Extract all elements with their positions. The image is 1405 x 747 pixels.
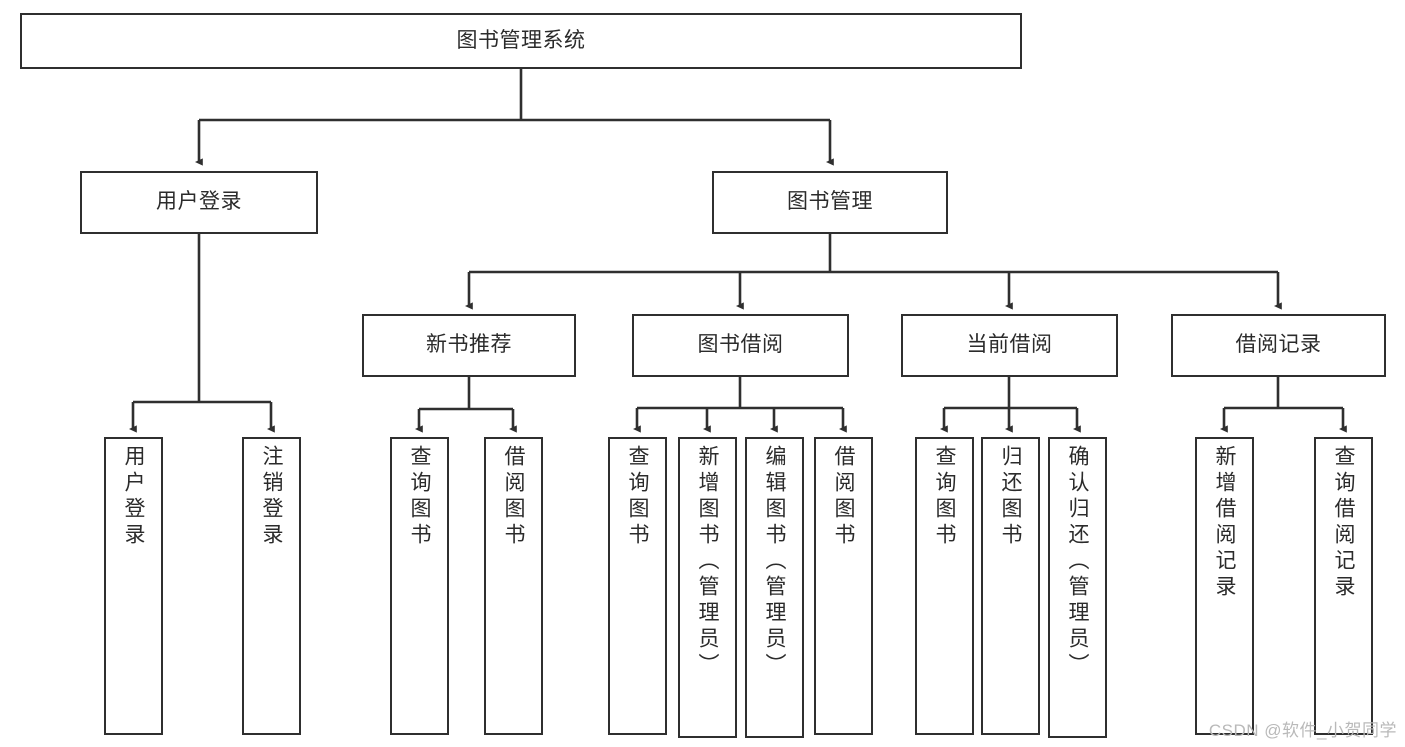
- node-new-book-recommend[interactable]: 新书推荐: [362, 314, 576, 377]
- node-label: 注销登录: [260, 445, 283, 549]
- leaf-user-login-logout[interactable]: 注销登录: [242, 437, 301, 735]
- node-label: 新书推荐: [426, 333, 512, 357]
- node-label: 新增借阅记录: [1213, 445, 1236, 601]
- node-label: 用户登录: [122, 445, 145, 549]
- leaf-current-confirm-return-admin[interactable]: 确认归还（管理员）: [1048, 437, 1107, 738]
- node-label: 新增图书（管理员）: [696, 445, 719, 679]
- watermark: CSDN @软件_小贺同学: [1208, 721, 1397, 740]
- node-label: 编辑图书（管理员）: [763, 445, 786, 679]
- node-label: 查询图书: [626, 445, 649, 549]
- node-borrow-record[interactable]: 借阅记录: [1171, 314, 1386, 377]
- node-book-borrow[interactable]: 图书借阅: [632, 314, 849, 377]
- node-label: 查询图书: [933, 445, 956, 549]
- node-book-management[interactable]: 图书管理: [712, 171, 948, 234]
- node-root-system[interactable]: 图书管理系统: [20, 13, 1022, 69]
- node-label: 查询图书: [408, 445, 431, 549]
- leaf-borrow-edit-book-admin[interactable]: 编辑图书（管理员）: [745, 437, 804, 738]
- node-label: 图书管理: [787, 190, 873, 214]
- node-current-borrow[interactable]: 当前借阅: [901, 314, 1118, 377]
- leaf-record-add-record[interactable]: 新增借阅记录: [1195, 437, 1254, 735]
- node-label: 归还图书: [999, 445, 1022, 549]
- leaf-recommend-query-book[interactable]: 查询图书: [390, 437, 449, 735]
- leaf-current-query-book[interactable]: 查询图书: [915, 437, 974, 735]
- leaf-record-query-record[interactable]: 查询借阅记录: [1314, 437, 1373, 735]
- node-label: 借阅记录: [1235, 333, 1322, 357]
- node-label: 图书借阅: [697, 333, 784, 357]
- node-label: 图书管理系统: [456, 28, 586, 52]
- node-label: 当前借阅: [966, 333, 1053, 357]
- node-label: 借阅图书: [832, 445, 855, 549]
- node-label: 查询借阅记录: [1332, 445, 1355, 601]
- leaf-user-login-login[interactable]: 用户登录: [104, 437, 163, 735]
- node-label: 用户登录: [156, 190, 242, 214]
- leaf-borrow-add-book-admin[interactable]: 新增图书（管理员）: [678, 437, 737, 738]
- leaf-borrow-query-book[interactable]: 查询图书: [608, 437, 667, 735]
- leaf-borrow-borrow-book[interactable]: 借阅图书: [814, 437, 873, 735]
- node-label: 借阅图书: [502, 445, 525, 549]
- leaf-recommend-borrow-book[interactable]: 借阅图书: [484, 437, 543, 735]
- leaf-current-return-book[interactable]: 归还图书: [981, 437, 1040, 735]
- node-label: 确认归还（管理员）: [1066, 445, 1089, 679]
- node-user-login[interactable]: 用户登录: [80, 171, 318, 234]
